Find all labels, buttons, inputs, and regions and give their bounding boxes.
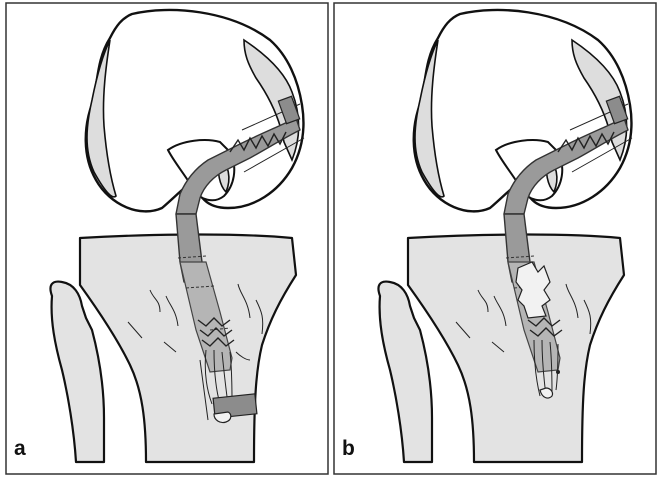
panel-b: b: [334, 3, 656, 474]
panel-a-label: a: [14, 437, 26, 460]
panel-a: a: [6, 3, 328, 474]
panel-b-label: b: [342, 437, 355, 460]
